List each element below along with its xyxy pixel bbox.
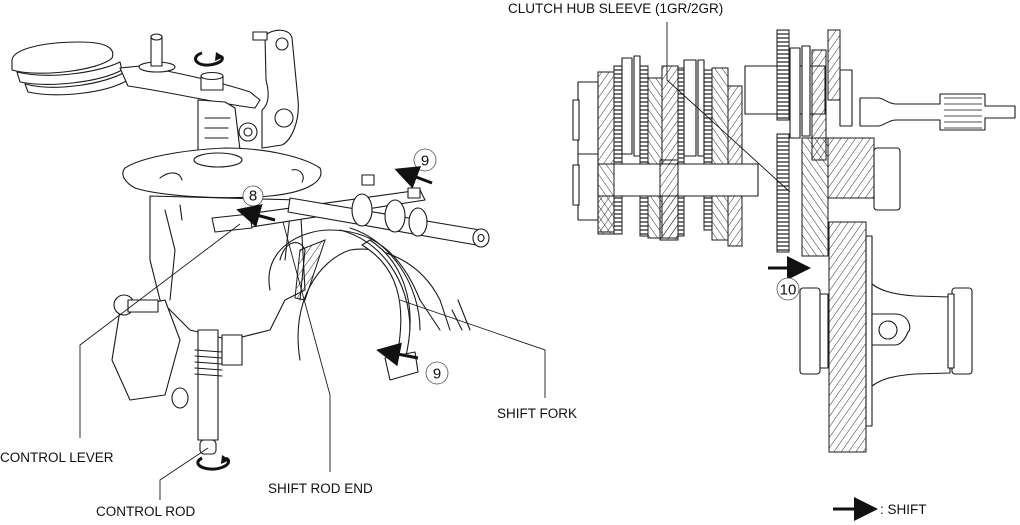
shifter-body	[149, 195, 306, 341]
control-lever-bracket	[111, 299, 181, 401]
step-8-marker: 8	[236, 185, 276, 228]
step-8-number: 8	[249, 188, 257, 205]
step-10-number: 10	[780, 282, 797, 299]
shift-rod-end-leader	[282, 221, 331, 472]
step-9-lower-marker: 9	[376, 342, 449, 385]
clutch-hub-sleeve-label: CLUTCH HUB SLEEVE (1GR/2GR)	[508, 1, 723, 16]
control-lever-label: CONTROL LEVER	[0, 450, 114, 465]
column-housing	[197, 99, 241, 151]
control-lever-leader	[79, 223, 241, 438]
shift-fork-label: SHIFT FORK	[497, 406, 577, 421]
output-shaft	[859, 93, 1016, 131]
control-lever-pad	[11, 41, 129, 96]
shift-direction-arrow-9-lower	[376, 342, 419, 367]
large-helical-gear	[828, 221, 867, 453]
step-10-marker: 10	[768, 256, 811, 301]
rotation-arrow-icon	[194, 51, 224, 67]
shift-direction-arrow-9-upper	[394, 166, 433, 189]
shift-direction-arrow-8	[236, 204, 276, 228]
control-rod-label: CONTROL ROD	[96, 504, 196, 519]
step-9-upper-number: 9	[421, 153, 429, 170]
legend-shift-label: : SHIFT	[880, 502, 927, 517]
rotation-arrow-icon-bottom	[196, 455, 231, 471]
gear-train-drawing	[572, 29, 1016, 453]
differential-case	[871, 283, 951, 387]
step-9-upper-marker: 9	[394, 148, 437, 189]
control-mechanism-drawing	[11, 29, 490, 471]
control-rod-leader	[159, 447, 209, 500]
control-lever-arm	[119, 65, 261, 109]
step-9-lower-number: 9	[433, 366, 441, 383]
legend: : SHIFT	[833, 497, 927, 521]
selector-lever-plate	[261, 29, 299, 149]
clutch-hub-sleeve-leader	[666, 22, 791, 193]
shift-fork-leader	[399, 299, 546, 398]
pivot-pin	[138, 33, 176, 73]
base-plate	[122, 147, 322, 199]
arm-boss	[200, 71, 224, 91]
control-rod	[194, 329, 243, 455]
shift-rod-end-label: SHIFT ROD END	[268, 481, 373, 496]
